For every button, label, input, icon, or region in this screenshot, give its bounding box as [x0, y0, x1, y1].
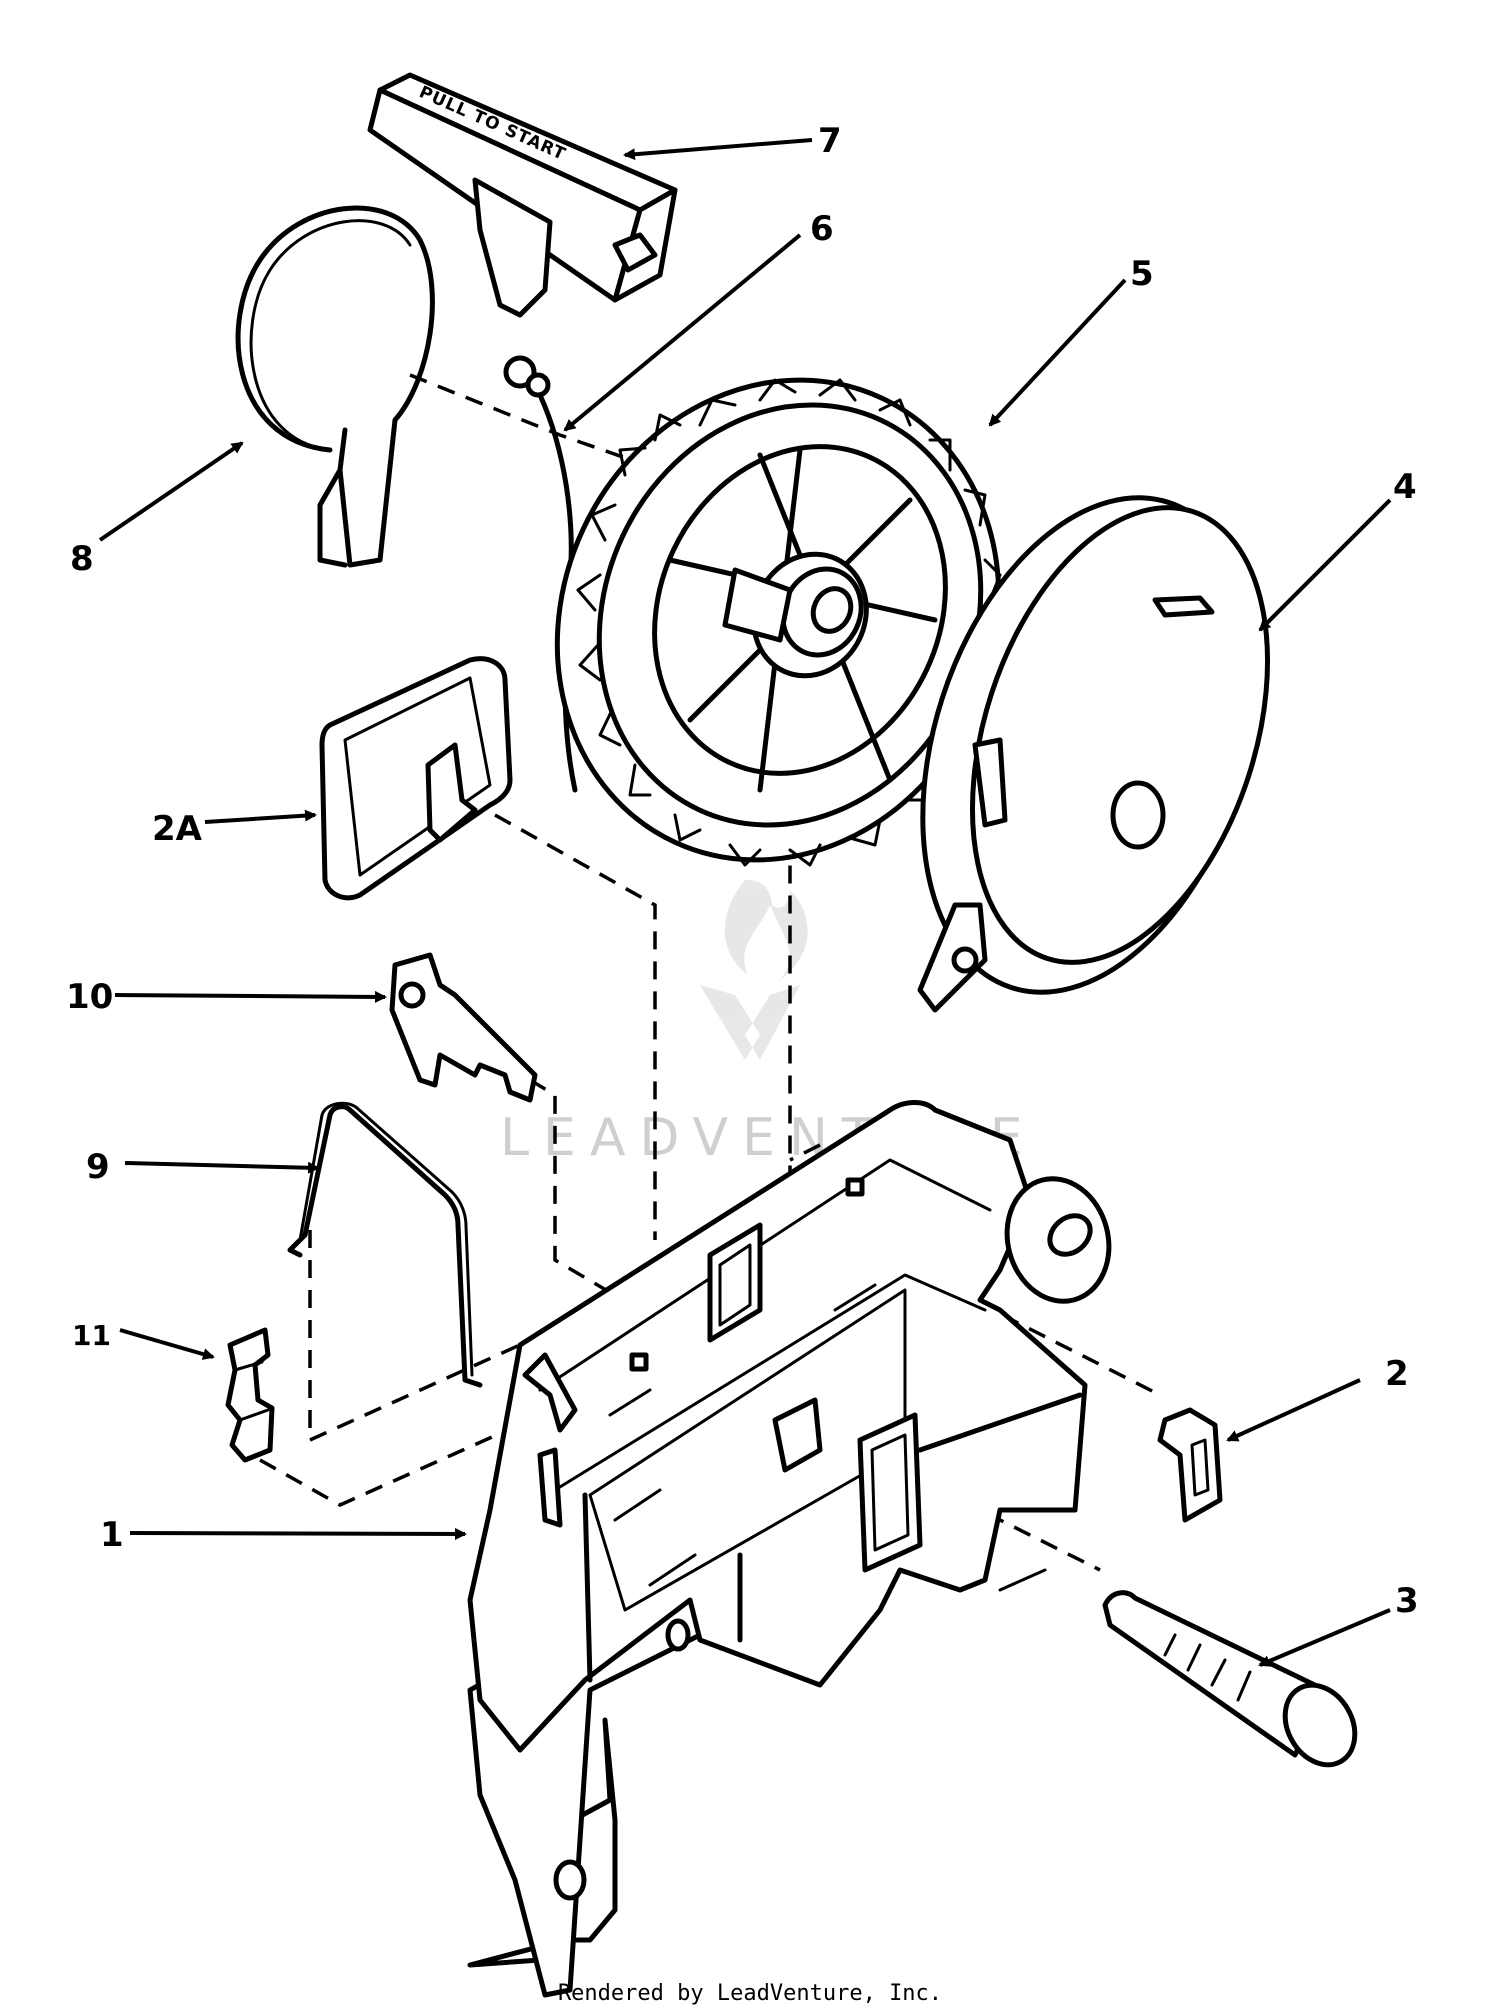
starter-bracket — [467, 1100, 1112, 1998]
callout-5: 5 — [1130, 254, 1154, 294]
callout-labels: 7 6 5 4 8 2A 10 9 11 2 1 3 — [66, 121, 1419, 1621]
watermark-logo-icon — [700, 880, 808, 1060]
callout-9: 9 — [86, 1147, 110, 1187]
starter-handle: PULL TO START — [367, 72, 678, 318]
callout-leaders — [98, 138, 1392, 1667]
starter-pulley-gear — [554, 377, 1002, 867]
callout-2a: 2A — [152, 809, 203, 849]
brake-lever — [389, 952, 538, 1103]
pivot-pin — [1102, 1590, 1358, 1768]
render-credit: Rendered by LeadVenture, Inc. — [558, 1981, 942, 2006]
callout-7: 7 — [818, 121, 842, 161]
spring-clip — [225, 1327, 275, 1463]
callout-8: 8 — [70, 539, 94, 579]
friction-plate — [319, 656, 513, 901]
callout-3: 3 — [1395, 1581, 1419, 1621]
spring-housing — [917, 495, 1271, 1013]
callout-4: 4 — [1393, 467, 1417, 507]
rope-guide-wire — [235, 205, 435, 568]
brake-spring — [287, 1101, 483, 1388]
callout-6: 6 — [810, 209, 834, 249]
latch-pawl — [1157, 1407, 1223, 1523]
callout-1: 1 — [100, 1515, 124, 1555]
callout-2: 2 — [1385, 1354, 1409, 1394]
callout-11: 11 — [72, 1319, 111, 1352]
callout-10: 10 — [66, 977, 113, 1017]
